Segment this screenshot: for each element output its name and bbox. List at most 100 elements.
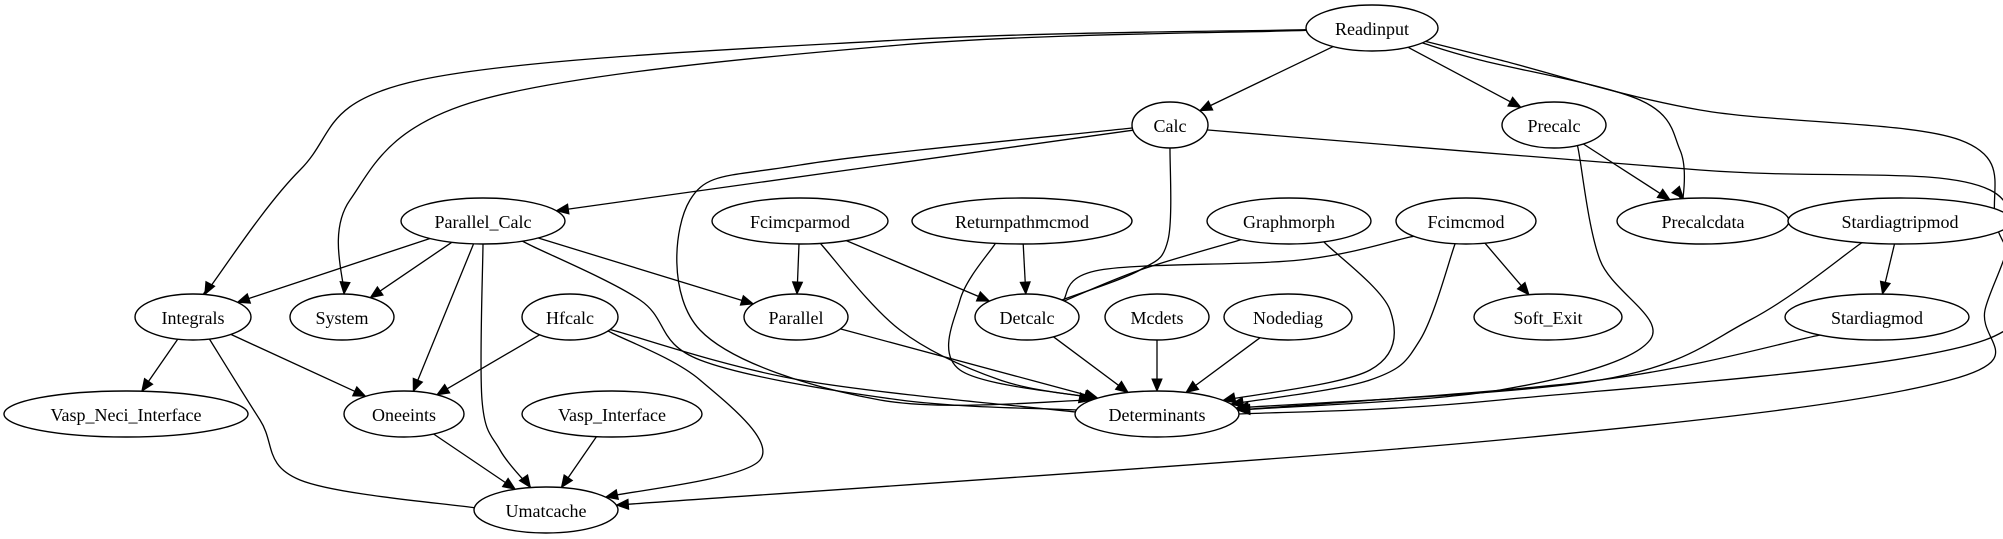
edge-readinput-to-determinants	[1219, 40, 2003, 416]
arrowhead-icon	[351, 385, 367, 397]
edge-line	[1195, 337, 1261, 386]
edge-line	[417, 243, 475, 381]
node-ellipse	[400, 197, 566, 245]
edge-line	[1022, 243, 1026, 283]
arrowhead-icon	[412, 377, 424, 393]
edge-line	[555, 126, 2003, 511]
node-ellipse	[1206, 197, 1372, 245]
node-label: Determinants	[1109, 405, 1206, 425]
arrowhead-icon	[518, 473, 532, 489]
node-hfcalc[interactable]: Hfcalc	[521, 293, 619, 341]
arrowhead-icon	[604, 488, 620, 501]
node-ellipse	[974, 293, 1080, 341]
arrowhead-icon	[1656, 188, 1672, 201]
edge-integrals-to-oneeints	[230, 333, 367, 397]
node-oneeints[interactable]: Oneeints	[343, 390, 465, 438]
arrowhead-icon	[1229, 396, 1245, 409]
edge-line	[248, 237, 431, 300]
node-determinants[interactable]: Determinants	[1074, 390, 1240, 438]
edge-calc-to-parallel-calc	[555, 129, 1134, 215]
edge-line	[148, 338, 179, 382]
node-label: Parallel_Calc	[435, 212, 532, 232]
edge-parallel-calc-to-oneeints	[412, 243, 475, 393]
node-ellipse	[521, 390, 703, 438]
node-label: Fcimcmod	[1428, 212, 1505, 232]
arrowhead-icon	[1671, 185, 1685, 200]
node-calc[interactable]: Calc	[1131, 101, 1209, 149]
edge-line	[230, 333, 355, 392]
node-ellipse	[1395, 197, 1537, 245]
node-ellipse	[1784, 293, 1970, 341]
edge-parallel-calc-to-system	[369, 241, 453, 299]
edge-precalc-to-determinants	[1222, 138, 1654, 416]
node-label: Precalc	[1528, 116, 1581, 136]
edge-line	[1222, 138, 1654, 413]
edge-line	[446, 334, 540, 390]
node-stardiagmod[interactable]: Stardiagmod	[1784, 293, 1970, 341]
arrowhead-icon	[560, 473, 574, 489]
edge-line	[840, 328, 1087, 396]
node-vasp-interface[interactable]: Vasp_Interface	[521, 390, 703, 438]
node-nodediag[interactable]: Nodediag	[1223, 293, 1353, 341]
node-precalc[interactable]: Precalc	[1501, 101, 1607, 149]
node-stardiagtripmod[interactable]: Stardiagtripmod	[1787, 197, 2003, 245]
node-label: Graphmorph	[1243, 212, 1335, 232]
node-fcimcmod[interactable]: Fcimcmod	[1395, 197, 1537, 245]
node-returnpathmcmod[interactable]: Returnpathmcmod	[911, 197, 1133, 245]
node-label: Parallel	[769, 308, 824, 328]
node-label: Calc	[1154, 116, 1187, 136]
node-parallel[interactable]: Parallel	[743, 293, 849, 341]
node-precalcdata[interactable]: Precalcdata	[1616, 197, 1790, 245]
edge-integrals-to-vasp-neci-interface	[141, 338, 179, 393]
node-fcimcparmod[interactable]: Fcimcparmod	[711, 197, 889, 245]
edge-detcalc-to-determinants	[1053, 336, 1130, 394]
node-vasp-neci-interface[interactable]: Vasp_Neci_Interface	[3, 390, 249, 438]
edge-stardiagmod-to-determinants	[1214, 331, 1837, 416]
edge-stardiagtripmod-to-stardiagmod	[1879, 243, 1896, 296]
node-soft-exit[interactable]: Soft_Exit	[1473, 293, 1623, 341]
edge-fcimcmod-to-detcalc	[1050, 234, 1420, 312]
arrowhead-icon	[501, 477, 517, 490]
arrowhead-icon	[1198, 100, 1214, 112]
edge-line	[433, 433, 506, 484]
node-label: Soft_Exit	[1513, 308, 1582, 328]
node-label: Fcimcparmod	[750, 212, 850, 232]
node-readinput[interactable]: Readinput	[1305, 4, 1439, 52]
edge-parallel-to-determinants	[840, 328, 1100, 401]
edge-line	[1053, 336, 1119, 386]
edge-graphmorph-to-determinants	[1216, 237, 1395, 404]
node-integrals[interactable]: Integrals	[134, 293, 252, 341]
arrowhead-icon	[739, 294, 755, 306]
arrowhead-icon	[1084, 389, 1100, 401]
node-label: Integrals	[162, 308, 225, 328]
edge-precalc-to-precalcdata	[1583, 143, 1672, 201]
edge-fcimcmod-to-soft-exit	[1484, 242, 1530, 296]
arrowhead-icon	[975, 290, 991, 302]
node-system[interactable]: System	[289, 293, 395, 341]
node-label: Stardiagmod	[1831, 308, 1923, 328]
node-parallel-calc[interactable]: Parallel_Calc	[400, 197, 566, 245]
edge-line	[379, 241, 453, 292]
node-ellipse	[343, 390, 465, 438]
edge-fcimcparmod-to-parallel	[791, 243, 804, 296]
edge-calc-to-determinants	[676, 124, 1158, 406]
edge-line	[1583, 143, 1661, 194]
edges-layer	[141, 29, 2003, 515]
edge-line	[1214, 331, 1837, 413]
edge-line	[1884, 243, 1896, 283]
edge-line	[1484, 242, 1522, 287]
node-label: Mcdets	[1131, 308, 1184, 328]
node-detcalc[interactable]: Detcalc	[974, 293, 1080, 341]
node-ellipse	[134, 293, 252, 341]
arrowhead-icon	[1516, 281, 1530, 296]
edge-nodediag-to-determinants	[1184, 337, 1261, 394]
arrowhead-icon	[1184, 380, 1200, 394]
node-umatcache[interactable]: Umatcache	[473, 486, 619, 534]
node-label: Precalcdata	[1662, 212, 1745, 232]
edge-oneeints-to-umatcache	[433, 433, 517, 490]
node-ellipse	[911, 197, 1133, 245]
node-mcdets[interactable]: Mcdets	[1104, 293, 1210, 341]
node-graphmorph[interactable]: Graphmorph	[1206, 197, 1372, 245]
